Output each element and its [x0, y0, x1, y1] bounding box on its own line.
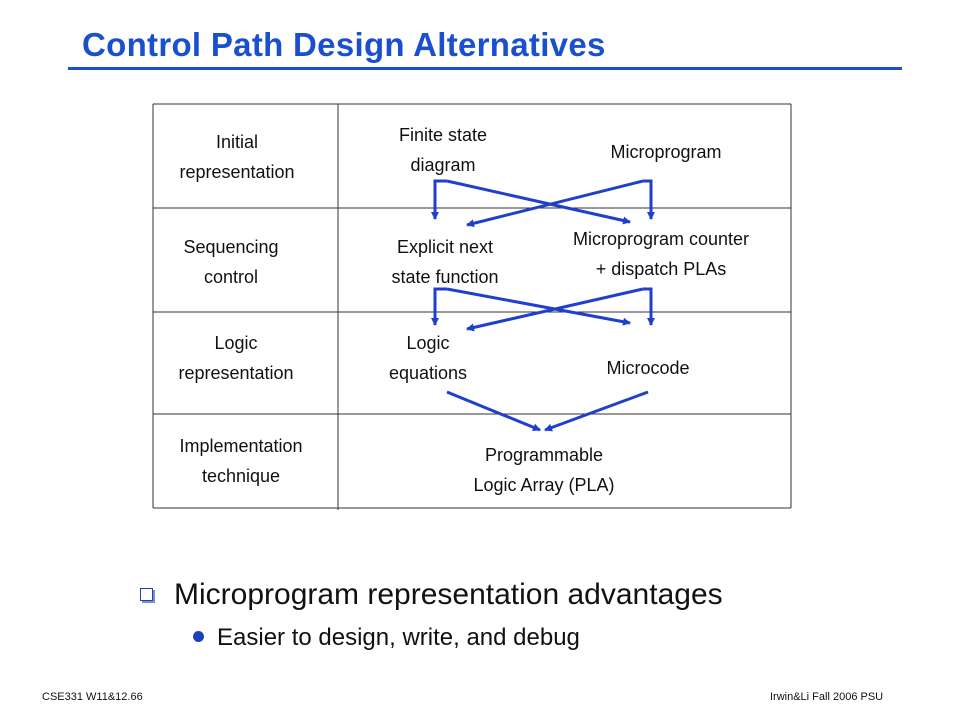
cell-microprogram: Microprogram — [610, 142, 722, 162]
arrow-fsd-to-explicit — [431, 179, 447, 220]
slide-title: Control Path Design Alternatives — [82, 26, 606, 63]
arrow-explicit-to-logic — [431, 287, 447, 326]
square-bullet-icon — [140, 588, 153, 601]
arrow-explicit-to-microcode — [446, 287, 631, 326]
table-frame — [152, 103, 792, 510]
bullet-sub-text: Easier to design, write, and debug — [217, 624, 580, 651]
cell-microprogram-counter: Microprogram counter+ dispatch PLAs — [572, 229, 750, 279]
arrow-fsd-to-counter — [446, 179, 631, 225]
transition-arrows — [431, 179, 655, 432]
bullet-main-text: Microprogram representation advantages — [174, 578, 723, 611]
arrow-micro-to-counter — [643, 179, 655, 220]
round-bullet-icon — [193, 631, 204, 642]
arrow-counter-to-logic — [466, 287, 644, 332]
footer-authors: Irwin&Li Fall 2006 PSU — [770, 691, 884, 703]
title-underline — [68, 67, 902, 70]
arrow-microcode-to-pla — [544, 390, 649, 432]
arrow-counter-to-microcode — [643, 287, 655, 326]
arrow-micro-to-explicit — [466, 179, 644, 228]
arrow-logic-to-pla — [446, 390, 541, 432]
footer-course: CSE331 W11&12.66 — [42, 691, 143, 703]
cell-microcode: Microcode — [606, 358, 690, 378]
